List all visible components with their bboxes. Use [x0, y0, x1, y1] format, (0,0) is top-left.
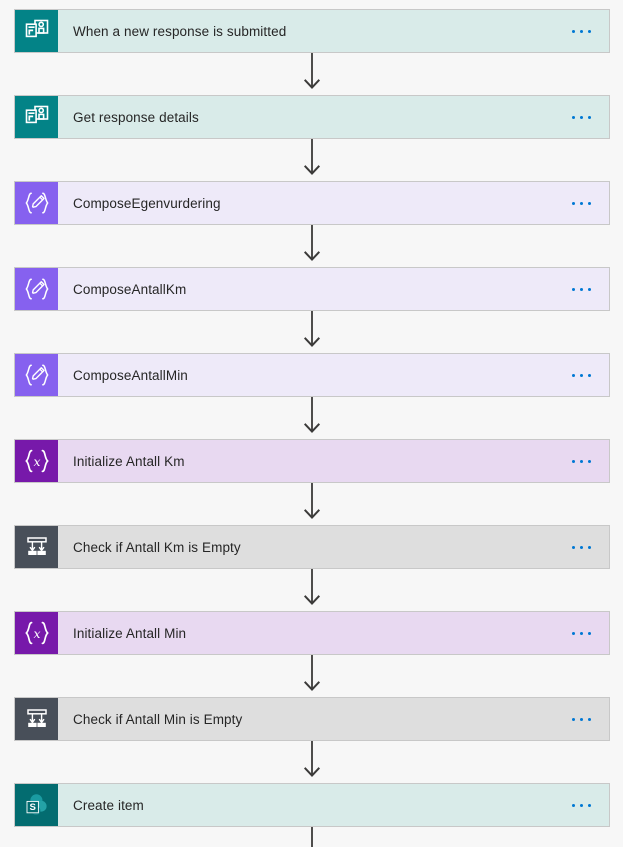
flow-step-card[interactable]: Check if Antall Km is Empty: [14, 525, 610, 569]
flow-connector-arrow: [0, 311, 623, 353]
flow-step-title: Check if Antall Min is Empty: [73, 711, 243, 727]
more-commands-icon[interactable]: [561, 440, 609, 482]
flow-step-title: ComposeAntallKm: [73, 281, 187, 297]
more-commands-icon[interactable]: [561, 10, 609, 52]
flow-step-card[interactable]: ComposeAntallMin: [14, 353, 610, 397]
more-commands-icon[interactable]: [561, 354, 609, 396]
initialize-variable-icon: x: [15, 440, 58, 482]
initialize-variable-icon: x: [15, 612, 58, 654]
flow-step-title: Check if Antall Km is Empty: [73, 539, 241, 555]
flow-connector-arrow: [0, 741, 623, 783]
more-commands-icon[interactable]: [561, 96, 609, 138]
flow-step-card[interactable]: Get response details: [14, 95, 610, 139]
svg-text:S: S: [29, 802, 36, 813]
flow-step-card[interactable]: x Initialize Antall Km: [14, 439, 610, 483]
flow-step-card[interactable]: S Create item: [14, 783, 610, 827]
flow-connector-arrow: [0, 139, 623, 181]
flow-connector-arrow: [0, 569, 623, 611]
flow-connector-arrow: [0, 483, 623, 525]
flow-step-title: Initialize Antall Km: [73, 453, 185, 469]
flow-step-title: Initialize Antall Min: [73, 625, 187, 641]
flow-step-card[interactable]: ComposeAntallKm: [14, 267, 610, 311]
microsoft-forms-icon: [15, 96, 58, 138]
compose-icon: [15, 354, 58, 396]
flow-step-card[interactable]: x Initialize Antall Min: [14, 611, 610, 655]
flow-step-title: When a new response is submitted: [73, 23, 287, 39]
microsoft-forms-icon: [15, 10, 58, 52]
flow-step-card[interactable]: ComposeEgenvurdering: [14, 181, 610, 225]
compose-icon: [15, 268, 58, 310]
more-commands-icon[interactable]: [561, 612, 609, 654]
more-commands-icon[interactable]: [561, 268, 609, 310]
flow-connector-arrow: [0, 225, 623, 267]
flow-step-title: ComposeEgenvurdering: [73, 195, 221, 211]
sharepoint-icon: S: [15, 784, 58, 826]
flow-step-title: ComposeAntallMin: [73, 367, 188, 383]
flow-step-title: Get response details: [73, 109, 199, 125]
more-commands-icon[interactable]: [561, 182, 609, 224]
svg-text:x: x: [33, 454, 40, 469]
flow-connector-arrow: [0, 53, 623, 95]
condition-icon: [15, 526, 58, 568]
more-commands-icon[interactable]: [561, 698, 609, 740]
flow-connector-arrow: [0, 397, 623, 439]
flow-step-card[interactable]: Check if Antall Min is Empty: [14, 697, 610, 741]
flow-connector-arrow: [0, 827, 623, 847]
compose-icon: [15, 182, 58, 224]
more-commands-icon[interactable]: [561, 526, 609, 568]
svg-text:x: x: [33, 626, 40, 641]
condition-icon: [15, 698, 58, 740]
flow-step-card[interactable]: When a new response is submitted: [14, 9, 610, 53]
canvas-top-spacer: [0, 0, 623, 9]
flow-connector-arrow: [0, 655, 623, 697]
more-commands-icon[interactable]: [561, 784, 609, 826]
flow-step-title: Create item: [73, 797, 144, 813]
